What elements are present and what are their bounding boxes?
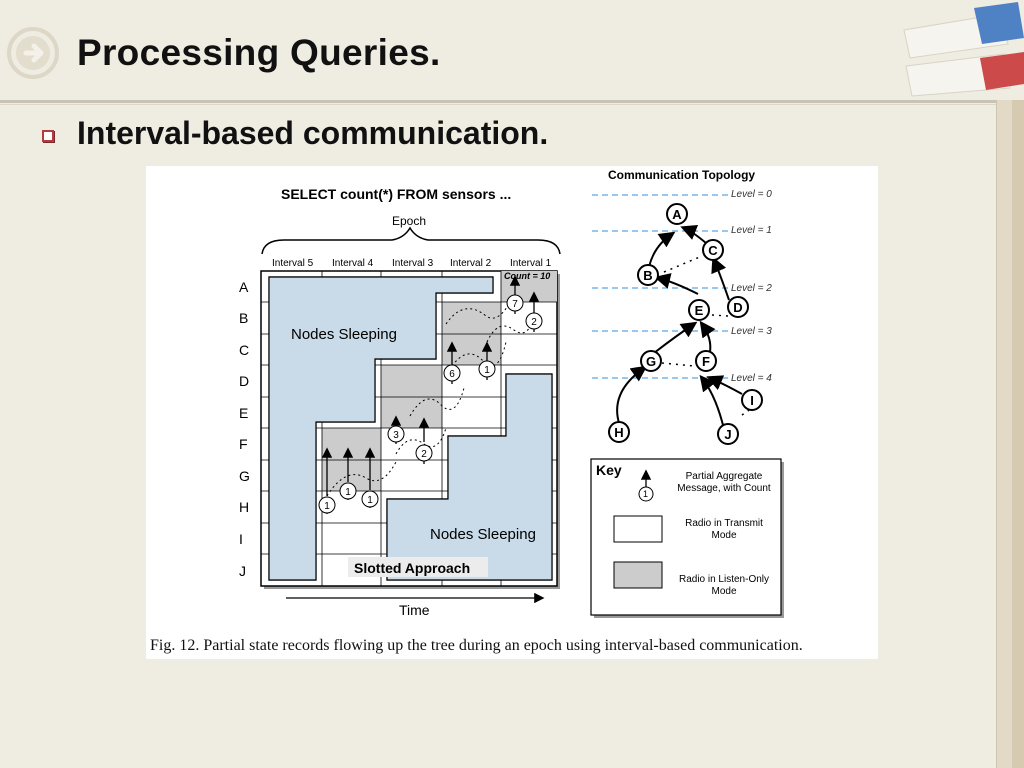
svg-text:G: G [646, 354, 656, 369]
svg-text:2: 2 [421, 449, 427, 460]
svg-text:B: B [239, 310, 248, 326]
interval-4-label: Interval 4 [332, 258, 374, 269]
interval-1-label: Interval 1 [510, 258, 552, 269]
svg-text:J: J [724, 427, 731, 442]
svg-text:1: 1 [324, 501, 330, 512]
bullet-icon [42, 130, 54, 142]
corner-tabs-decoration [903, 2, 1024, 97]
key-title: Key [596, 462, 622, 478]
svg-text:6: 6 [449, 369, 455, 380]
sleeping-region-top-overlay [268, 276, 494, 581]
level-labels: Level = 0 Level = 1 Level = 2 Level = 3 … [731, 189, 772, 384]
svg-text:C: C [708, 243, 718, 258]
slotted-label-box [348, 557, 488, 577]
slide-title: Processing Queries. [77, 32, 441, 73]
key-message-circle [638, 486, 654, 502]
svg-text:Level = 2: Level = 2 [731, 283, 772, 294]
node-H [608, 421, 630, 443]
right-border-strip-inner [1012, 100, 1024, 768]
svg-text:1: 1 [345, 487, 351, 498]
key-listen-line1: Radio in Listen-Only [679, 574, 769, 585]
svg-text:I: I [239, 531, 243, 547]
svg-text:7: 7 [512, 299, 518, 310]
key-message-line1: Partial Aggregate [686, 471, 763, 482]
key-message-line2: Message, with Count [677, 483, 771, 494]
svg-text:H: H [239, 499, 249, 515]
key-listen-line2: Mode [711, 586, 736, 597]
node-J [717, 423, 739, 445]
svg-text:E: E [695, 303, 704, 318]
sleeping-label-top: Nodes Sleeping [291, 326, 397, 343]
svg-text:Level = 1: Level = 1 [731, 225, 772, 236]
count-label: Count = 10 [504, 271, 550, 281]
row-labels: A B C D E F G H I J [239, 279, 250, 579]
svg-text:H: H [614, 425, 623, 440]
sleeping-region-bottom-overlay [386, 373, 553, 581]
svg-text:J: J [239, 563, 246, 579]
interval-3-label: Interval 3 [392, 258, 434, 269]
figure: SELECT count(*) FROM sensors ... Epoch I… [146, 166, 878, 659]
interval-diagram: SELECT count(*) FROM sensors ... Epoch I… [239, 168, 784, 618]
svg-text:C: C [239, 342, 249, 358]
node-B [637, 264, 659, 286]
key-message-sample: 1 [643, 489, 648, 499]
key-transmit-swatch [613, 515, 663, 543]
node-I [741, 389, 763, 411]
interval-5-label: Interval 5 [272, 258, 314, 269]
topology-title: Communication Topology [608, 168, 755, 182]
flow-paths [326, 301, 535, 497]
figure-caption: Fig. 12. Partial state records flowing u… [150, 637, 803, 654]
dotted-links [661, 255, 753, 416]
key-transmit-line2: Mode [711, 530, 736, 541]
node-G [640, 350, 662, 372]
svg-text:A: A [239, 279, 249, 295]
interval-2-label: Interval 2 [450, 258, 492, 269]
svg-text:1: 1 [484, 365, 490, 376]
tree-nodes: A B C D E F G H I J [608, 203, 763, 445]
svg-text:F: F [239, 436, 248, 452]
svg-text:1: 1 [367, 495, 373, 506]
epoch-label: Epoch [392, 214, 426, 228]
listen-only-cells [322, 271, 557, 491]
svg-text:A: A [672, 207, 682, 222]
key-listen-swatch [613, 561, 663, 589]
message-circles: 1 1 1 2 3 1 6 2 7 [318, 294, 543, 514]
svg-text:E: E [239, 405, 248, 421]
svg-text:Level = 3: Level = 3 [731, 326, 772, 337]
node-C [702, 239, 724, 261]
key-transmit-line1: Radio in Transmit [685, 518, 763, 529]
svg-text:D: D [239, 373, 249, 389]
query-text: SELECT count(*) FROM sensors ... [281, 186, 511, 202]
tree-edges [616, 225, 743, 430]
sleeping-label-bottom: Nodes Sleeping [430, 526, 536, 543]
svg-text:Level = 4: Level = 4 [731, 373, 772, 384]
node-A [666, 203, 688, 225]
node-D [727, 296, 749, 318]
epoch-brace [261, 226, 561, 255]
svg-text:D: D [733, 300, 742, 315]
message-arrows [321, 275, 540, 496]
svg-text:G: G [239, 468, 250, 484]
node-F [695, 350, 717, 372]
svg-text:3: 3 [393, 430, 399, 441]
svg-text:F: F [702, 354, 710, 369]
header-divider-thin [0, 104, 996, 105]
node-E [688, 299, 710, 321]
slide-subtitle: Interval-based communication. [77, 115, 549, 151]
svg-text:Level = 0: Level = 0 [731, 189, 772, 200]
slotted-label: Slotted Approach [354, 560, 470, 576]
svg-text:B: B [643, 268, 652, 283]
time-label: Time [399, 602, 430, 618]
arrow-circle-icon [7, 27, 59, 79]
svg-text:2: 2 [531, 317, 537, 328]
svg-text:I: I [750, 393, 754, 408]
header-divider [0, 100, 996, 103]
